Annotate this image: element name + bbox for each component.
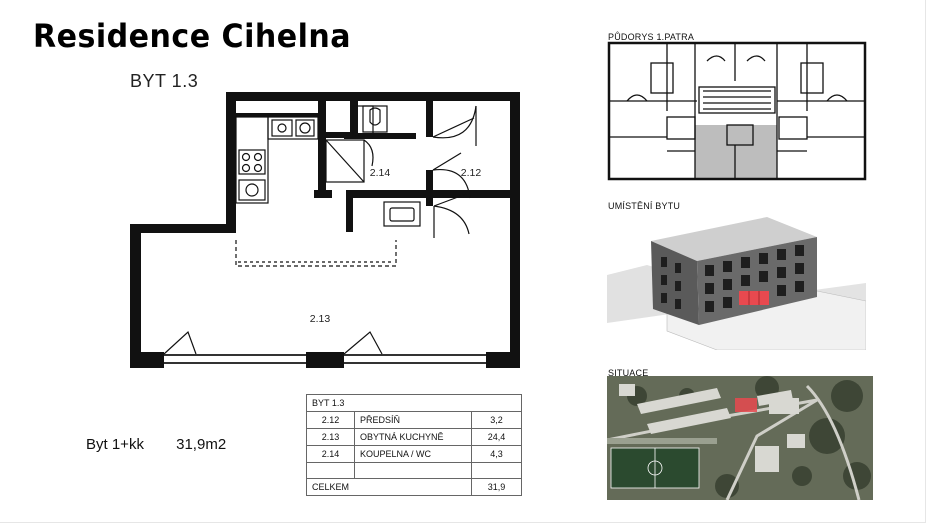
unit-label: BYT 1.3 bbox=[130, 71, 199, 91]
unit-area: 31,9m2 bbox=[176, 436, 227, 453]
site-section-label: SITUACE bbox=[608, 368, 649, 378]
location-section-label: UMÍSTĚNÍ BYTU bbox=[608, 201, 681, 211]
total-value: 31,9 bbox=[471, 478, 522, 496]
room-label-2-13: 2.13 bbox=[310, 313, 331, 325]
unit-summary: Byt 1+kk 31,9m2 bbox=[86, 436, 226, 453]
table-header-row: BYT 1.3 bbox=[306, 394, 522, 412]
table-spacer-row bbox=[306, 462, 522, 479]
room-number: 2.14 bbox=[306, 445, 355, 463]
table-row: 2.12 PŘEDSÍŇ 3,2 bbox=[306, 411, 522, 429]
room-label-2-12: 2.12 bbox=[461, 167, 482, 179]
room-name: KOUPELNA / WC bbox=[354, 445, 472, 463]
room-number: 2.13 bbox=[306, 428, 355, 446]
room-number: 2.12 bbox=[306, 411, 355, 429]
site-aerial-map bbox=[607, 376, 873, 500]
room-area: 4,3 bbox=[471, 445, 522, 463]
room-area: 3,2 bbox=[471, 411, 522, 429]
floorplan-section-label: PŮDORYS 1.PATRA bbox=[608, 32, 695, 42]
floor-overview-plan bbox=[607, 41, 867, 181]
table-row: 2.14 KOUPELNA / WC 4,3 bbox=[306, 445, 522, 463]
room-name: OBYTNÁ KUCHYNĚ bbox=[354, 428, 472, 446]
room-name: PŘEDSÍŇ bbox=[354, 411, 472, 429]
table-header: BYT 1.3 bbox=[306, 394, 522, 412]
room-label-2-14: 2.14 bbox=[370, 167, 391, 179]
document-title: Residence Cihelna bbox=[33, 17, 352, 55]
apartment-floor-plan: 2.14 2.12 2.13 bbox=[130, 92, 520, 368]
table-total-row: CELKEM 31,9 bbox=[306, 478, 522, 496]
building-3d-view bbox=[607, 213, 866, 350]
table-row: 2.13 OBYTNÁ KUCHYNĚ 24,4 bbox=[306, 428, 522, 446]
unit-type: Byt 1+kk bbox=[86, 436, 144, 453]
room-area: 24,4 bbox=[471, 428, 522, 446]
room-area-table: BYT 1.3 2.12 PŘEDSÍŇ 3,2 2.13 OBYTNÁ KUC… bbox=[306, 394, 522, 496]
total-label: CELKEM bbox=[306, 478, 472, 496]
